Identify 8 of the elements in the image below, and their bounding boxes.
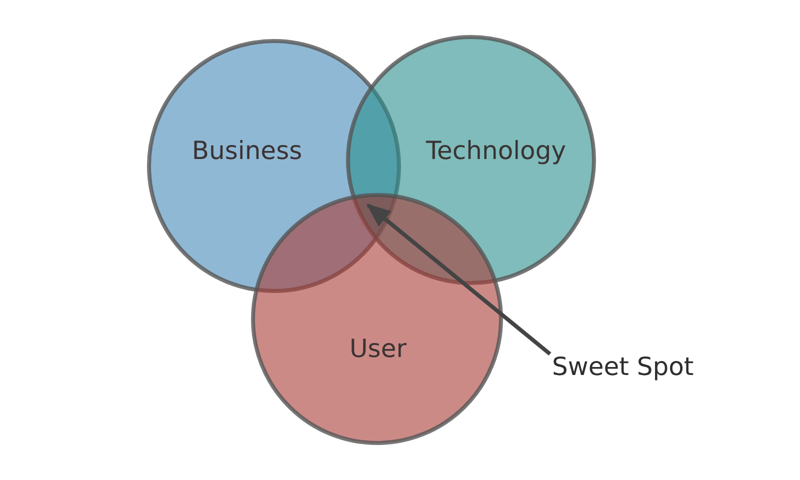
circle-label: User [350, 334, 406, 364]
callout-label: Sweet Spot [552, 352, 694, 382]
circle-label: Technology [426, 136, 566, 166]
venn-circle [346, 35, 596, 285]
leader-arrow [366, 203, 552, 356]
circle-label: Business [192, 136, 302, 166]
venn-circle [251, 193, 503, 445]
overlap-region [354, 195, 396, 238]
